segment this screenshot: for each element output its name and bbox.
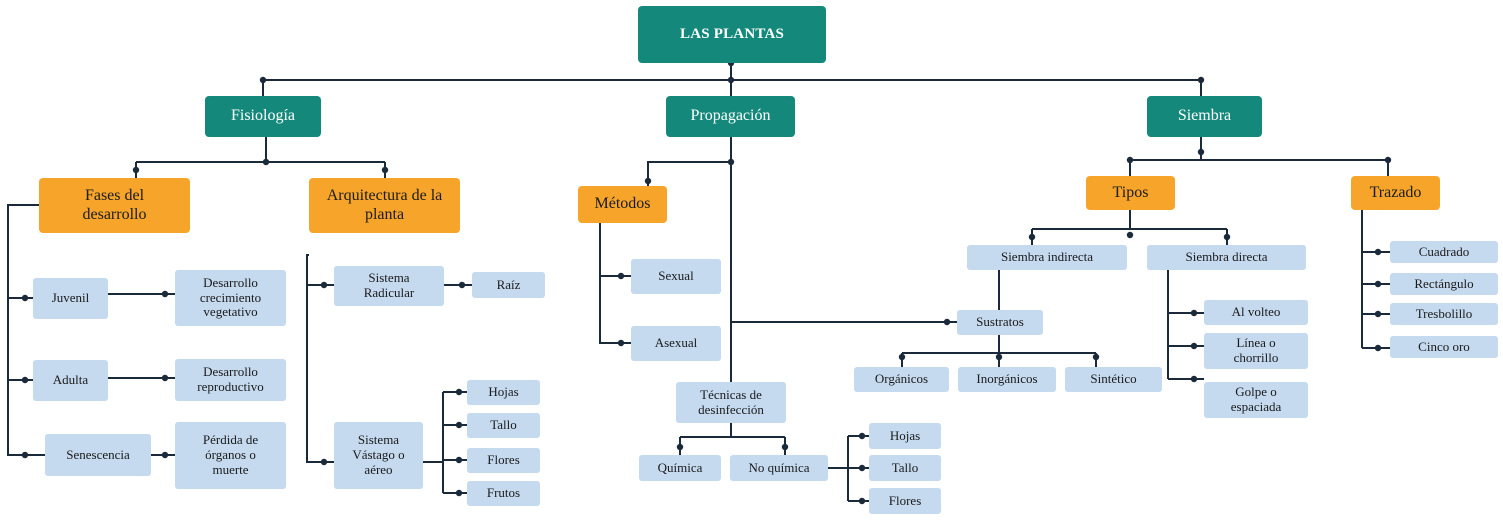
connector-dot — [455, 388, 463, 396]
connector-dot — [458, 281, 466, 289]
connector-dot — [161, 374, 169, 382]
linea-chorrillo-node: Línea o chorrillo — [1204, 333, 1308, 369]
connector-dot — [21, 376, 29, 384]
connector-dot — [1092, 353, 1100, 361]
connector-dot — [676, 443, 684, 451]
connector-line — [599, 223, 631, 344]
connector-dot — [21, 451, 29, 459]
connector-dot — [320, 458, 328, 466]
connector-dot — [1190, 342, 1198, 350]
connector-dot — [781, 443, 789, 451]
fisiologia-node: Fisiología — [205, 96, 321, 137]
connector-dot — [644, 177, 652, 185]
connector-dot — [1384, 156, 1392, 164]
connector-dot — [262, 158, 270, 166]
connector-dot — [132, 166, 140, 174]
connector-line — [647, 161, 731, 186]
adulta-desc-node: Desarrollo reproductivo — [175, 359, 286, 401]
golpe-espaciada-node: Golpe o espaciada — [1204, 382, 1308, 418]
connector-dot — [1126, 156, 1134, 164]
no-quimica-node: No química — [730, 455, 828, 481]
connector-dot — [1223, 233, 1231, 241]
connector-dot — [1197, 76, 1205, 84]
connector-dot — [455, 456, 463, 464]
no-quimica-flores-node: Flores — [869, 488, 941, 514]
connector-dot — [1028, 233, 1036, 241]
trazado-rectangulo-node: Rectángulo — [1390, 273, 1498, 295]
senescencia-node: Senescencia — [45, 434, 151, 476]
fases-desarrollo-node: Fases del desarrollo — [39, 178, 190, 233]
juvenil-node: Juvenil — [33, 278, 108, 319]
root-node: LAS PLANTAS — [638, 6, 826, 63]
connector-dot — [1374, 310, 1382, 318]
trazado-cinco-oro-node: Cinco oro — [1390, 336, 1498, 358]
connector-dot — [455, 489, 463, 497]
sistema-radicular-node: Sistema Radicular — [334, 266, 444, 306]
connector-line — [306, 254, 334, 463]
connector-dot — [1190, 309, 1198, 317]
connector-line — [7, 204, 45, 456]
senescencia-desc-node: Pérdida de órganos o muerte — [175, 422, 286, 489]
connector-dot — [381, 166, 389, 174]
vastago-hojas-node: Hojas — [467, 380, 540, 405]
trazado-tresbolillo-node: Tresbolillo — [1390, 303, 1498, 325]
tecnicas-desinfeccion-node: Técnicas de desinfección — [676, 382, 786, 423]
connector-dot — [1374, 248, 1382, 256]
juvenil-desc-node: Desarrollo crecimiento vegetativo — [175, 270, 286, 326]
connector-dot — [858, 432, 866, 440]
arquitectura-planta-node: Arquitectura de la planta — [309, 178, 460, 233]
asexual-node: Asexual — [631, 326, 721, 361]
connector-dot — [898, 353, 906, 361]
siembra-indirecta-node: Siembra indirecta — [967, 245, 1127, 270]
al-volteo-node: Al volteo — [1204, 300, 1308, 325]
connector-dot — [1190, 375, 1198, 383]
connector-dot — [727, 76, 735, 84]
vastago-frutos-node: Frutos — [467, 481, 540, 506]
siembra-node: Siembra — [1147, 96, 1262, 137]
no-quimica-tallo-node: Tallo — [869, 455, 941, 481]
sustrato-inorganicos-node: Inorgánicos — [958, 367, 1056, 392]
sistema-vastago-node: Sistema Vástago o aéreo — [334, 422, 423, 489]
connector-dot — [995, 353, 1003, 361]
connector-dot — [161, 290, 169, 298]
quimica-node: Química — [639, 455, 721, 481]
connector-dot — [1126, 231, 1134, 239]
vastago-flores-node: Flores — [467, 448, 540, 473]
adulta-node: Adulta — [33, 360, 108, 401]
no-quimica-hojas-node: Hojas — [869, 423, 941, 449]
tipos-node: Tipos — [1086, 176, 1175, 210]
connector-dot — [259, 76, 267, 84]
connector-dot — [943, 318, 951, 326]
raiz-node: Raíz — [472, 272, 545, 298]
connector-dot — [617, 339, 625, 347]
sustratos-node: Sustratos — [957, 310, 1043, 335]
siembra-directa-node: Siembra directa — [1147, 245, 1306, 270]
connector-dot — [455, 421, 463, 429]
connector-dot — [1374, 344, 1382, 352]
connector-dot — [161, 451, 169, 459]
trazado-cuadrado-node: Cuadrado — [1390, 241, 1498, 263]
connector-dot — [858, 464, 866, 472]
vastago-tallo-node: Tallo — [467, 413, 540, 438]
connector-dot — [21, 294, 29, 302]
propagacion-node: Propagación — [666, 96, 795, 137]
connector-dot — [320, 281, 328, 289]
connector-dot — [1197, 148, 1205, 156]
metodos-node: Métodos — [578, 186, 667, 223]
trazado-node: Trazado — [1351, 176, 1440, 210]
connector-dot — [727, 158, 735, 166]
sexual-node: Sexual — [631, 259, 721, 294]
connector-dot — [1374, 280, 1382, 288]
sustrato-sintetico-node: Sintético — [1065, 367, 1162, 392]
sustrato-organicos-node: Orgánicos — [854, 367, 949, 392]
connector-dot — [858, 497, 866, 505]
connector-dot — [617, 272, 625, 280]
